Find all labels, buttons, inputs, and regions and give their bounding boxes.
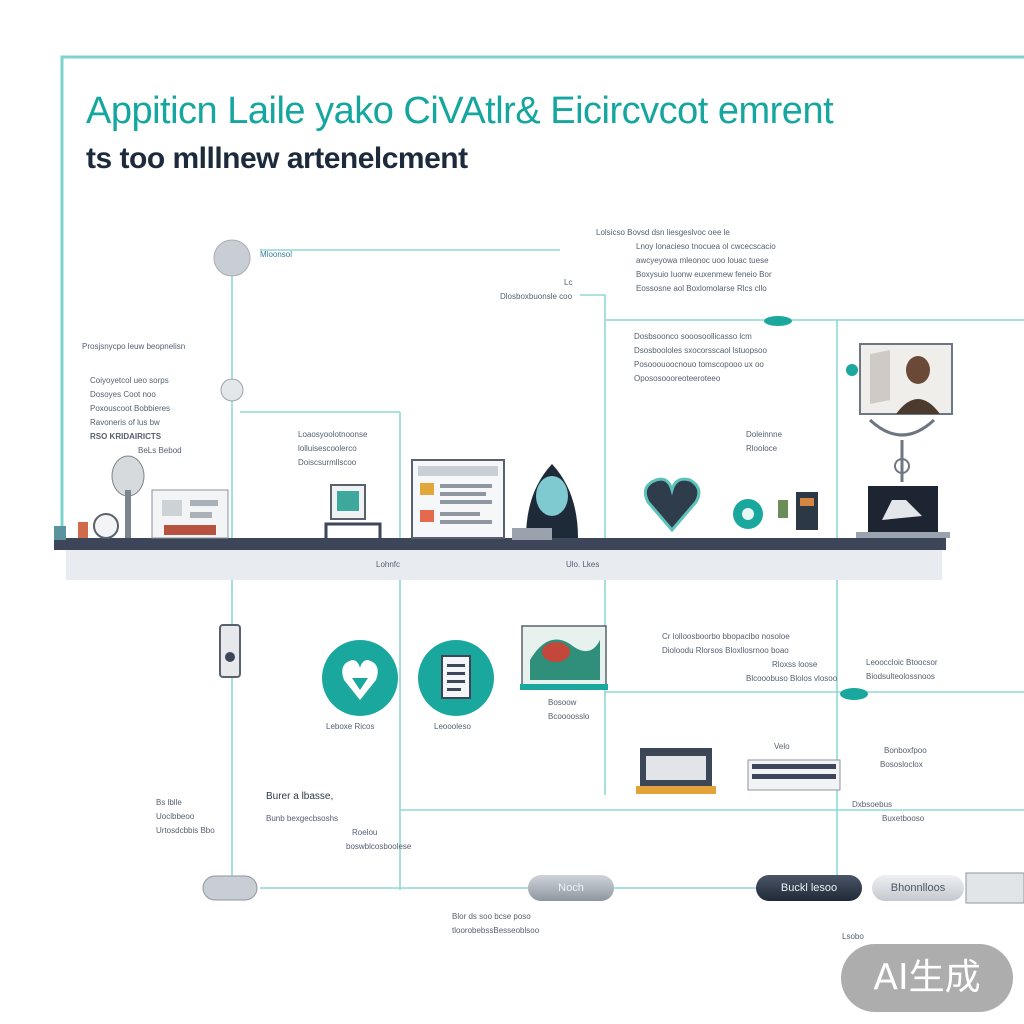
- shelf-items-left: [54, 513, 119, 540]
- small-node-icon: [220, 378, 244, 402]
- wallet-icon: [636, 748, 716, 794]
- dot-marker-icon: [846, 364, 858, 376]
- page-subtitle: ts too mlllnew artenelcment: [86, 142, 468, 175]
- right-small-label: Doleinnne Rlooloce: [746, 430, 783, 453]
- map-caption: Bosoow Bcoooosslo: [548, 698, 590, 721]
- chart-board-icon: [151, 489, 229, 539]
- map-screen-icon: [520, 625, 608, 690]
- monitor-icon: [324, 484, 382, 545]
- lower-right-top-label: Cr lolloosboorbo bbopaclbo nosoloe Diolo…: [662, 632, 838, 683]
- shelf-top: [54, 538, 946, 550]
- lower-right-side-label: Leooccloic Btoocsor Biodsulteolossnoos: [866, 658, 938, 681]
- tiny-top-label: Mloonsol: [260, 250, 293, 259]
- shelf-label-left: Lohnfc: [376, 560, 401, 569]
- pill-buckl[interactable]: Buckl lesoo: [756, 875, 862, 901]
- grey-node-icon: [213, 239, 251, 277]
- page-title: Appiticn Laile yako CiVAtlr& Eicircvcot …: [86, 90, 834, 132]
- card-note-label: Velo: [774, 742, 790, 751]
- laptop-icon: [856, 486, 950, 538]
- teal-disc-icon: [733, 492, 818, 530]
- diamond-marker-icon: [764, 316, 792, 326]
- footer-mid-label: Blor ds soo bcse poso tloorobebssBesseob…: [452, 912, 540, 935]
- person-avatar-icon: [512, 464, 578, 540]
- mid-right-block-label: Dosbsoonco sooosoollicasso lcm Dsosboolo…: [634, 332, 767, 383]
- bottom-left-label: Bs lblle Uoclbbeoo Urtosdcbbis Bbo: [156, 798, 215, 835]
- right-cylinder-icon: [965, 872, 1024, 904]
- shelf-shadow: [66, 550, 942, 580]
- bottom-right-label: Bonboxfpoo Bososloclox Dxbsoebus Buxetbo…: [852, 746, 927, 823]
- pill-bhonn[interactable]: Bhonnlloos: [872, 875, 964, 901]
- bottom-left-pill-icon: [202, 875, 258, 901]
- bottom-mid-heading: Burer a lbasse,: [266, 791, 334, 802]
- left-block-label: Prosjsnycpo leuw beopnelisn: [82, 342, 186, 351]
- document-badge-icon: [418, 640, 494, 716]
- phone-icon: [219, 624, 241, 678]
- footer-right-label: Lsobo: [842, 932, 864, 941]
- outer-frame-line: [60, 55, 1024, 540]
- diamond-marker-icon: [840, 688, 868, 700]
- portrait-frame-icon: [859, 343, 953, 415]
- ai-generated-watermark: AI生成: [841, 944, 1013, 1012]
- document-screen-icon: [411, 459, 505, 539]
- shelf-label-right: Ulo. Lkes: [566, 560, 600, 569]
- heart-icon: [643, 477, 701, 533]
- connector-lines: [231, 249, 1024, 890]
- mid-top-label: Lc Dlosboxbuonsle coo: [500, 278, 573, 301]
- heart-shield-icon: [322, 640, 398, 716]
- upper-right-label: Lolsicso Bovsd dsn liesgeslvoc oee le Ln…: [596, 228, 776, 293]
- mid-small-label: Loaosyoolotnoonse lolluisescoolerco Dois…: [298, 430, 368, 467]
- circle-label-left: Leboxe Ricos: [326, 722, 375, 731]
- left-list-label: Coiyoyetcol ueo sorps Dosoyes Coot noo P…: [90, 376, 182, 455]
- tree-icon: [111, 455, 145, 538]
- lamp-icon: [868, 418, 936, 482]
- pill-noch[interactable]: Noch: [528, 875, 614, 901]
- bottom-mid-label: Bunb bexgecbsoshs Roelou boswblcosbooles…: [266, 814, 412, 851]
- barcode-card: [747, 759, 841, 791]
- circle-label-right: Leoooleso: [434, 722, 471, 731]
